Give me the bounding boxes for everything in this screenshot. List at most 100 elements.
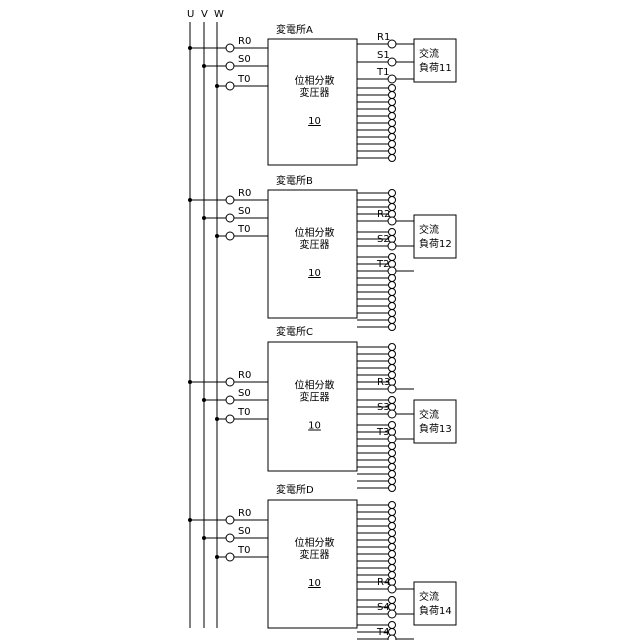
- substation-d-spare-terminal: [389, 509, 396, 516]
- substation-b-output-label: S2: [377, 234, 390, 245]
- substation-d-input-terminal: [226, 553, 234, 561]
- substation-b-input-terminal: [226, 232, 234, 240]
- substation-c-load-label-2: 負荷13: [419, 423, 452, 435]
- substation-a-spare-terminal: [389, 148, 396, 155]
- substation-b-load-box: [414, 215, 456, 258]
- substation-a: 変電所A位相分散変圧器10R0S0T0R1S1T1交流負荷11: [188, 23, 456, 165]
- substation-a-spare-terminal: [389, 92, 396, 99]
- bus-v-label: V: [201, 9, 208, 20]
- substation-a-input-label: S0: [238, 54, 251, 65]
- substation-a-spare-terminal: [389, 106, 396, 113]
- substation-a-spare-terminal: [389, 120, 396, 127]
- substation-a-transformer-ref: 10: [308, 116, 321, 127]
- substation-c-input-terminal: [226, 378, 234, 386]
- substation-b-output-label: T2: [376, 259, 389, 270]
- substation-d-spare-terminal: [389, 622, 396, 629]
- substation-c-spare-terminal: [389, 358, 396, 365]
- substation-b-name: 変電所B: [276, 174, 313, 187]
- substation-a-name: 変電所A: [276, 23, 313, 36]
- substation-b-spare-terminal: [389, 303, 396, 310]
- substation-b-spare-terminal: [389, 324, 396, 331]
- substation-c-transformer-ref: 10: [308, 421, 321, 432]
- substation-b-input-label: S0: [238, 206, 251, 217]
- substation-a-load-box: [414, 39, 456, 82]
- substation-b-spare-terminal: [389, 317, 396, 324]
- substation-a-spare-terminal: [389, 134, 396, 141]
- substation-d-load-box: [414, 582, 456, 625]
- substation-d-load-label-2: 負荷14: [419, 605, 452, 617]
- substation-b-load-label-2: 負荷12: [419, 238, 452, 250]
- substation-c-name: 変電所C: [276, 325, 313, 338]
- substation-a-spare-terminal: [389, 99, 396, 106]
- substation-d-transformer-box: [268, 500, 357, 628]
- substation-a-load-label-1: 交流: [419, 47, 439, 60]
- substation-d-output-label: R4: [377, 577, 390, 588]
- substation-d-spare-terminal: [389, 544, 396, 551]
- bus-u-label: U: [187, 9, 194, 20]
- substation-b-spare-terminal: [389, 261, 396, 268]
- substation-d-output-label: T4: [376, 627, 389, 638]
- substation-c-input-label: R0: [238, 370, 251, 381]
- substation-d: 変電所D位相分散変圧器10R0S0T0R4S4T4交流負荷14: [188, 483, 456, 640]
- substation-b-output-label: R2: [377, 209, 390, 220]
- substation-b: 変電所B位相分散変圧器10R0S0T0R2S2T2交流負荷12: [188, 174, 456, 331]
- substation-d-spare-terminal: [389, 565, 396, 572]
- three-phase-bus: UVW: [187, 9, 224, 628]
- substation-a-spare-terminal: [389, 155, 396, 162]
- substation-d-spare-terminal: [389, 558, 396, 565]
- substation-b-transformer-ref: 10: [308, 268, 321, 279]
- substation-c-load-label-1: 交流: [419, 408, 439, 421]
- substation-d-spare-terminal: [389, 516, 396, 523]
- substation-d-spare-terminal: [389, 629, 396, 636]
- substation-c-spare-terminal: [389, 422, 396, 429]
- substation-b-spare-terminal: [389, 296, 396, 303]
- substation-a-spare-terminal: [389, 113, 396, 120]
- substation-c-input-terminal: [226, 415, 234, 423]
- substation-d-transformer-ref: 10: [308, 578, 321, 589]
- substation-c-input-terminal: [226, 396, 234, 404]
- substation-c-input-label: T0: [237, 407, 250, 418]
- substation-a-input-terminal: [226, 44, 234, 52]
- substation-d-input-terminal: [226, 534, 234, 542]
- substation-d-transformer-label-1: 位相分散: [295, 536, 335, 549]
- substation-a-transformer-box: [268, 39, 357, 165]
- substation-b-input-label: T0: [237, 224, 250, 235]
- substation-d-spare-terminal: [389, 502, 396, 509]
- substation-c-spare-terminal: [389, 450, 396, 457]
- substation-a-transformer-label-1: 位相分散: [295, 74, 335, 87]
- substation-d-transformer-label-2: 変圧器: [300, 548, 330, 561]
- substation-a-transformer-label-2: 変圧器: [300, 86, 330, 99]
- substation-a-output-label: T1: [376, 67, 389, 78]
- substation-d-spare-terminal: [389, 530, 396, 537]
- substation-c-transformer-label-1: 位相分散: [295, 379, 335, 392]
- substation-c-output-label: R3: [377, 377, 390, 388]
- substation-c-transformer-box: [268, 342, 357, 471]
- substation-c-output-label: S3: [377, 402, 390, 413]
- substation-c-spare-terminal: [389, 365, 396, 372]
- substation-b-transformer-label-2: 変圧器: [300, 238, 330, 251]
- substation-a-input-terminal: [226, 62, 234, 70]
- substation-c-spare-terminal: [389, 457, 396, 464]
- substation-c-spare-terminal: [389, 443, 396, 450]
- substation-d-spare-terminal: [389, 551, 396, 558]
- substation-d-input-label: R0: [238, 508, 251, 519]
- substations: 変電所A位相分散変圧器10R0S0T0R1S1T1交流負荷11変電所B位相分散変…: [188, 23, 456, 640]
- substation-b-input-terminal: [226, 214, 234, 222]
- substation-a-spare-terminal: [389, 141, 396, 148]
- substation-d-output-label: S4: [377, 602, 390, 613]
- substation-a-spare-terminal: [389, 85, 396, 92]
- substation-a-spare-terminal: [389, 127, 396, 134]
- substation-c: 変電所C位相分散変圧器10R0S0T0R3S3T3交流負荷13: [188, 325, 456, 492]
- substation-d-spare-terminal: [389, 523, 396, 530]
- substation-a-input-label: T0: [237, 74, 250, 85]
- substation-c-transformer-label-2: 変圧器: [300, 391, 330, 404]
- substation-b-spare-terminal: [389, 254, 396, 261]
- substation-c-spare-terminal: [389, 478, 396, 485]
- substation-a-load-label-2: 負荷11: [419, 62, 452, 74]
- substation-d-input-label: T0: [237, 545, 250, 556]
- substation-d-input-label: S0: [238, 526, 251, 537]
- substation-a-input-label: R0: [238, 36, 251, 47]
- substation-c-input-label: S0: [238, 388, 251, 399]
- substation-d-name: 変電所D: [276, 483, 314, 496]
